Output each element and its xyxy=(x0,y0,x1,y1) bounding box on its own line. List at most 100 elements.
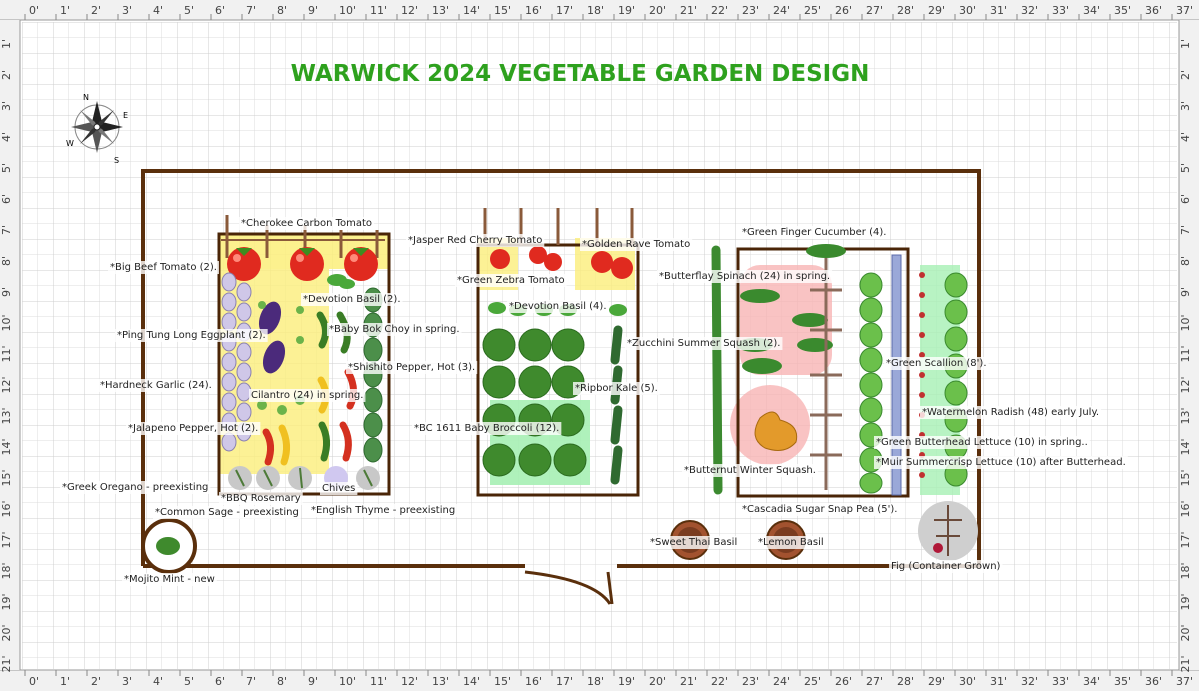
ruler-right-label: 8' xyxy=(1179,256,1192,266)
cherokee-tomato-icon xyxy=(290,247,324,281)
devotion-basil-icon xyxy=(327,274,355,289)
ruler-bottom-label: 35' xyxy=(1114,675,1131,688)
label-eggplant: *Ping Tung Long Eggplant (2). xyxy=(117,330,266,341)
label-background xyxy=(98,379,214,392)
cherokee-tomato-icon xyxy=(344,247,378,281)
eggplant-icon xyxy=(258,301,286,374)
ruler-top-label: 28' xyxy=(897,4,914,17)
label-background xyxy=(874,436,1090,449)
ruler-top-label: 20' xyxy=(649,4,666,17)
label-background xyxy=(920,406,1102,419)
ruler-top-label: 13' xyxy=(432,4,449,17)
ruler-left-label: 7' xyxy=(0,225,13,235)
ruler-bottom-label: 34' xyxy=(1083,675,1100,688)
ruler-left-label: 2' xyxy=(0,70,13,80)
ruler-bottom-label: 16' xyxy=(525,675,542,688)
label-common-sage: *Common Sage - preexisting xyxy=(155,507,299,518)
label-background xyxy=(327,323,462,336)
ruler-top-label: 19' xyxy=(618,4,635,17)
ruler-right xyxy=(1178,20,1199,670)
ruler-top-label: 2' xyxy=(91,4,101,17)
ruler-right-label: 4' xyxy=(1179,132,1192,142)
compass-w: W xyxy=(66,139,74,148)
label-english-thyme: *English Thyme - preexisting xyxy=(311,505,455,516)
ruler-bottom-label: 24' xyxy=(773,675,790,688)
ruler-right-label: 10' xyxy=(1179,314,1192,331)
label-background xyxy=(153,506,301,519)
ruler-top-label: 30' xyxy=(959,4,976,17)
label-green-butterhead: *Green Butterhead Lettuce (10) in spring… xyxy=(876,437,1088,448)
butternut-squash-icon xyxy=(754,411,798,451)
ruler-top-label: 23' xyxy=(742,4,759,17)
garden-boundary-wall[interactable] xyxy=(141,169,981,605)
ruler-top-label: 24' xyxy=(773,4,790,17)
ruler-bottom-label: 23' xyxy=(742,675,759,688)
ruler-bottom-label: 18' xyxy=(587,675,604,688)
label-cilantro: Cilantro (24) in spring. xyxy=(251,390,363,401)
ruler-top xyxy=(0,0,1199,21)
ruler-top-label: 15' xyxy=(494,4,511,17)
ruler-top-label: 25' xyxy=(804,4,821,17)
ruler-bottom-label: 6' xyxy=(215,675,225,688)
label-background xyxy=(346,361,478,374)
ruler-right-label: 5' xyxy=(1179,163,1192,173)
ruler-top-label: 35' xyxy=(1114,4,1131,17)
label-muir-summercrisp: *Muir Summercrisp Lettuce (10) after But… xyxy=(876,457,1126,468)
ruler-bottom-label: 10' xyxy=(339,675,356,688)
ruler-top-label: 31' xyxy=(990,4,1007,17)
ruler-left-label: 5' xyxy=(0,163,13,173)
jalapeno-pepper-icon xyxy=(262,421,352,466)
ruler-top-label: 10' xyxy=(339,4,356,17)
label-sweet-thai-basil: *Sweet Thai Basil xyxy=(650,537,737,548)
ruler-bottom-label: 27' xyxy=(866,675,883,688)
label-background xyxy=(756,536,826,549)
ruler-right-label: 16' xyxy=(1179,500,1192,517)
label-background xyxy=(648,536,740,549)
label-green-zebra-tomato: *Green Zebra Tomato xyxy=(457,275,565,286)
label-snap-pea: *Cascadia Sugar Snap Pea (5'). xyxy=(742,504,897,515)
ruler-top-label: 12' xyxy=(401,4,418,17)
label-background xyxy=(219,492,303,505)
ruler-right-label: 20' xyxy=(1179,624,1192,641)
ruler-right-label: 15' xyxy=(1179,469,1192,486)
label-background xyxy=(320,482,358,495)
label-background xyxy=(580,238,693,251)
big-beef-tomato-icon xyxy=(227,247,261,281)
label-background xyxy=(884,357,989,370)
ruler-right-label: 7' xyxy=(1179,225,1192,235)
ruler-top-label: 3' xyxy=(122,4,132,17)
label-background xyxy=(239,217,375,230)
mojito-mint-container[interactable] xyxy=(141,518,197,574)
label-devotion-basil-left: *Devotion Basil (2). xyxy=(303,294,401,305)
ruler-right-label: 3' xyxy=(1179,101,1192,111)
fig-container-icon[interactable] xyxy=(918,501,978,561)
ruler-left-label: 10' xyxy=(0,314,13,331)
ruler-left-label: 9' xyxy=(0,287,13,297)
label-background xyxy=(625,337,783,350)
ruler-bottom-label: 13' xyxy=(432,675,449,688)
ruler-bottom-label: 14' xyxy=(463,675,480,688)
ruler-top-label: 11' xyxy=(370,4,387,17)
ruler-bottom-label: 8' xyxy=(277,675,287,688)
label-zucchini: *Zucchini Summer Squash (2). xyxy=(627,338,780,349)
label-background xyxy=(740,503,900,516)
ruler-bottom-label: 28' xyxy=(897,675,914,688)
ruler-bottom-label: 2' xyxy=(91,675,101,688)
ruler-top-label: 21' xyxy=(680,4,697,17)
ruler-top-label: 37' xyxy=(1176,4,1193,17)
ruler-top-label: 0' xyxy=(29,4,39,17)
label-background xyxy=(406,234,545,247)
label-background xyxy=(573,382,660,395)
ruler-left-label: 21' xyxy=(0,655,13,672)
label-background xyxy=(122,573,217,586)
middle-bed[interactable] xyxy=(476,208,640,497)
label-watermelon-radish: *Watermelon Radish (48) early July. xyxy=(922,407,1099,418)
ruler-left xyxy=(0,20,21,670)
ruler-bottom-label: 4' xyxy=(153,675,163,688)
scallion-strip-icon xyxy=(891,254,902,496)
ruler-bottom-label: 30' xyxy=(959,675,976,688)
compass-s: S xyxy=(114,156,119,165)
label-greek-oregano: *Greek Oregano - preexisting xyxy=(62,482,208,493)
ruler-top-label: 9' xyxy=(308,4,318,17)
